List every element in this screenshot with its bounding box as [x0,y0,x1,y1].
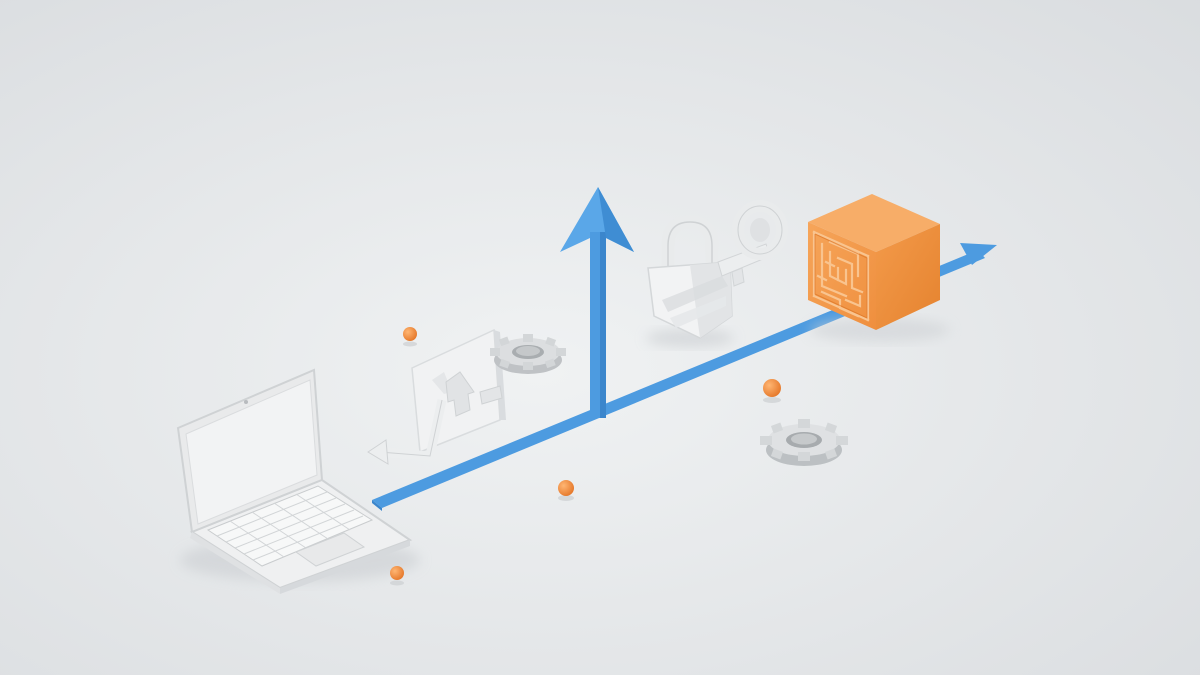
gear-icon-large [760,419,848,466]
laptop-icon [176,368,420,594]
gear-icon-small [490,334,566,374]
orange-ball-2 [763,379,781,403]
vertical-arrow-icon [560,187,634,418]
main-arrow-line [372,243,997,511]
cube-icon [808,194,950,342]
padlock-icon [646,215,734,347]
orange-ball-1 [403,327,417,347]
key-icon [717,200,788,287]
orange-ball-3 [558,480,574,501]
orange-ball-4 [390,566,404,586]
